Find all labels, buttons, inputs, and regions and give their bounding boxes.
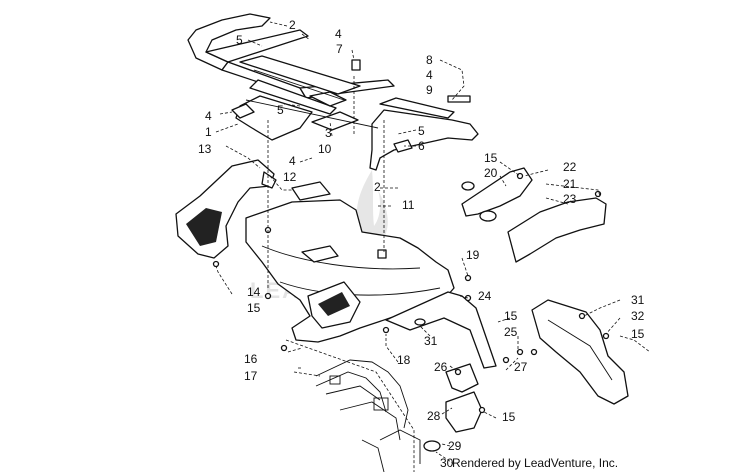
callout-23: 23 [563, 192, 577, 206]
callout-1: 1 [205, 125, 212, 139]
callout-15: 15 [247, 301, 261, 315]
frame-boundary [285, 339, 415, 472]
callout-3: 3 [325, 126, 332, 140]
right-side-panel [461, 167, 607, 263]
rack-bracket [447, 95, 471, 103]
callout-5: 5 [236, 33, 243, 47]
frame-detail [315, 359, 421, 472]
callout-4: 4 [205, 109, 212, 123]
callout-12: 12 [283, 170, 297, 184]
callout-2: 2 [374, 180, 381, 194]
callout-28: 28 [427, 409, 441, 423]
callout-13: 13 [198, 142, 212, 156]
mud-flap [385, 291, 497, 369]
callout-4: 4 [426, 68, 433, 82]
callout-20: 20 [484, 166, 498, 180]
callout-31: 31 [631, 293, 645, 307]
callout-15: 15 [484, 151, 498, 165]
callout-24: 24 [478, 289, 492, 303]
callout-11: 11 [402, 198, 415, 212]
callout-8: 8 [426, 53, 433, 67]
right-lower-panel [531, 299, 629, 405]
leader-lines [215, 21, 651, 465]
callout-5: 5 [418, 124, 425, 138]
callout-22: 22 [563, 160, 577, 174]
callout-10: 10 [318, 142, 332, 156]
callout-6: 6 [418, 139, 425, 153]
callout-17: 17 [244, 369, 258, 383]
callout-2: 2 [289, 18, 296, 32]
callout-15: 15 [502, 410, 516, 424]
left-side-panel [175, 159, 277, 259]
callout-21: 21 [563, 177, 577, 191]
rear-fender [245, 199, 455, 343]
callout-14: 14 [247, 285, 261, 299]
pad-12 [291, 181, 331, 201]
callout-4: 4 [335, 27, 342, 41]
callout-15: 15 [631, 327, 645, 341]
rack-spring [393, 139, 413, 153]
callout-18: 18 [397, 353, 411, 367]
callout-30: 30 [440, 456, 454, 470]
callout-29: 29 [448, 439, 462, 453]
callout-9: 9 [426, 83, 433, 97]
callout-27: 27 [514, 360, 528, 374]
hardware-fasteners [212, 172, 610, 414]
callout-5: 5 [277, 103, 284, 117]
grommet-30 [423, 440, 441, 452]
callout-32: 32 [631, 309, 645, 323]
callout-19: 19 [466, 248, 480, 262]
callout-15: 15 [504, 309, 518, 323]
callout-7: 7 [336, 42, 343, 56]
rack-nut [351, 59, 361, 71]
callout-4: 4 [289, 154, 296, 168]
rear-rack [187, 13, 479, 171]
callout-31: 31 [424, 334, 438, 348]
lower-guard [423, 363, 483, 452]
callout-26: 26 [434, 360, 448, 374]
callout-25: 25 [504, 325, 518, 339]
render-credit: Rendered by LeadVenture, Inc. [452, 456, 619, 470]
callout-16: 16 [244, 352, 258, 366]
